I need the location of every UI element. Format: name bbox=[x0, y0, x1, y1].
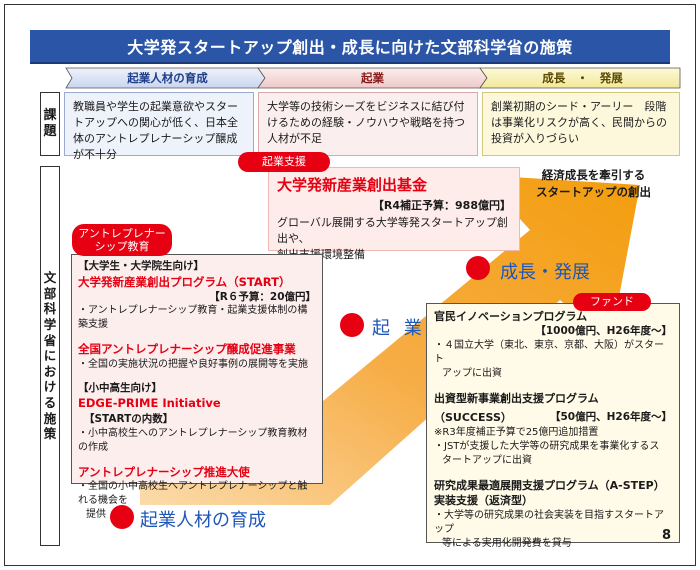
edu-box: 【大学生・大学院生向け】 大学発新産業創出プログラム（START） 【R６予算：… bbox=[71, 254, 323, 520]
gov-program-success-sub: （SUCCESS） bbox=[434, 411, 512, 425]
pill-entrepreneurship-edu: アントレプレナー シップ教育 bbox=[72, 224, 172, 256]
issue-talent: 教職員や学生の起業意欲やスタートアップへの関心が低く、日本全体のアントレプレナー… bbox=[64, 92, 254, 161]
side-label-issues: 課 題 bbox=[40, 92, 60, 156]
pill-fund: ファンド bbox=[573, 293, 651, 311]
gov-program-astep-title: 研究成果最適展開支援プログラム（A-STEP） bbox=[434, 478, 665, 492]
page-title: 大学発スタートアップ創出・成長に向けた文部科学省の施策 bbox=[30, 30, 670, 64]
gov-program-astep-sub: 実装支援（返済型） bbox=[434, 494, 533, 508]
gov-program-success-title: 出資型新事業創出支援プログラム bbox=[434, 392, 599, 406]
gov-program-innovation-desc: ・４国立大学（東北、東京、京都、大阪）がスタート アップに出資 bbox=[434, 340, 664, 380]
phase-label-talent: 起業人材の育成 bbox=[127, 71, 208, 85]
edu-program-ambassador-title: アントレプレナーシップ推進大使 bbox=[78, 465, 250, 480]
startup-label: 起 業 bbox=[372, 318, 426, 339]
page-number: 8 bbox=[662, 528, 672, 543]
issue-growth: 創業初期のシード・アーリー 段階は事業化リスクが高く、民間からの投資が入りづらい bbox=[482, 92, 680, 156]
edu-program-start-budget: 【R６予算：20億円】 bbox=[209, 290, 316, 303]
fund-title: 大学発新産業創出基金 bbox=[277, 176, 428, 194]
edu-program-edge-note: 【STARTの内数】 bbox=[84, 413, 174, 426]
edu-program-start-desc: ・アントレプレナーシップ教育・起業支援体制の構築支援 bbox=[78, 305, 308, 331]
startup-dot bbox=[340, 313, 364, 337]
pill-startup-support: 起業支援 bbox=[238, 152, 330, 172]
phase-label-startup: 起業 bbox=[361, 71, 384, 85]
phase-chevron-growth bbox=[479, 67, 681, 89]
edu-category-university: 【大学生・大学院生向け】 bbox=[78, 260, 204, 272]
growth-dot bbox=[466, 256, 490, 280]
side-label-measures: 文 部 科 学 省 に お け る 施 策 bbox=[40, 166, 60, 546]
gov-program-success-budget: 【50億円、H26年度～】 bbox=[549, 411, 672, 424]
talent-label: 起業人材の育成 bbox=[140, 510, 266, 531]
edu-program-start-title: 大学発新産業創出プログラム（START） bbox=[78, 274, 291, 289]
gov-program-astep-desc: ・大学等の研究成果の社会実装を目指すスタートアップ 等による実用化開発費を貸与 bbox=[434, 509, 664, 549]
phase-label-growth: 成長 ・ 発展 bbox=[542, 71, 623, 85]
edu-program-national-desc: ・全国の実施状況の把握や良好事例の展開等を実施 bbox=[78, 358, 308, 370]
gov-program-innovation-budget: 【1000億円、H26年度～】 bbox=[535, 325, 672, 338]
edu-program-ambassador-desc: ・全国の小中高校生へアントレプレナーシップと触れる機会を 提供 bbox=[78, 481, 308, 521]
edu-program-edge-desc: ・小中高校生へのアントレプレナーシップ教育教材の作成 bbox=[78, 428, 308, 454]
fund-box: 大学発新産業創出基金 【R4補正予算：988億円】 グローバル展開する大学等発ス… bbox=[268, 167, 520, 261]
gov-program-success-desc: ※R3年度補正予算で25億円追加措置 ・JSTが支援した大学等の研究成果を事業化… bbox=[434, 426, 660, 466]
growth-label: 成長・発展 bbox=[500, 262, 590, 283]
gov-program-box: 官民イノベーションプログラム 【1000億円、H26年度～】 ・４国立大学（東北… bbox=[426, 303, 680, 549]
issue-startup: 大学等の技術シーズをビジネスに結び付けるための経験・ノウハウや戦略を持つ人材が不… bbox=[258, 92, 478, 156]
gov-program-innovation-title: 官民イノベーションプログラム bbox=[434, 310, 588, 323]
edu-program-national-title: 全国アントレプレナーシップ醸成促進事業 bbox=[78, 342, 296, 357]
talent-dot bbox=[110, 505, 134, 529]
edu-category-school: 【小中高生向け】 bbox=[78, 381, 162, 394]
edu-program-edge-title: EDGE-PRIME Initiative bbox=[78, 396, 221, 411]
fund-budget: 【R4補正予算：988億円】 bbox=[372, 199, 511, 212]
callout-text: 経済成長を牽引する スタートアップの創出 bbox=[536, 168, 651, 200]
